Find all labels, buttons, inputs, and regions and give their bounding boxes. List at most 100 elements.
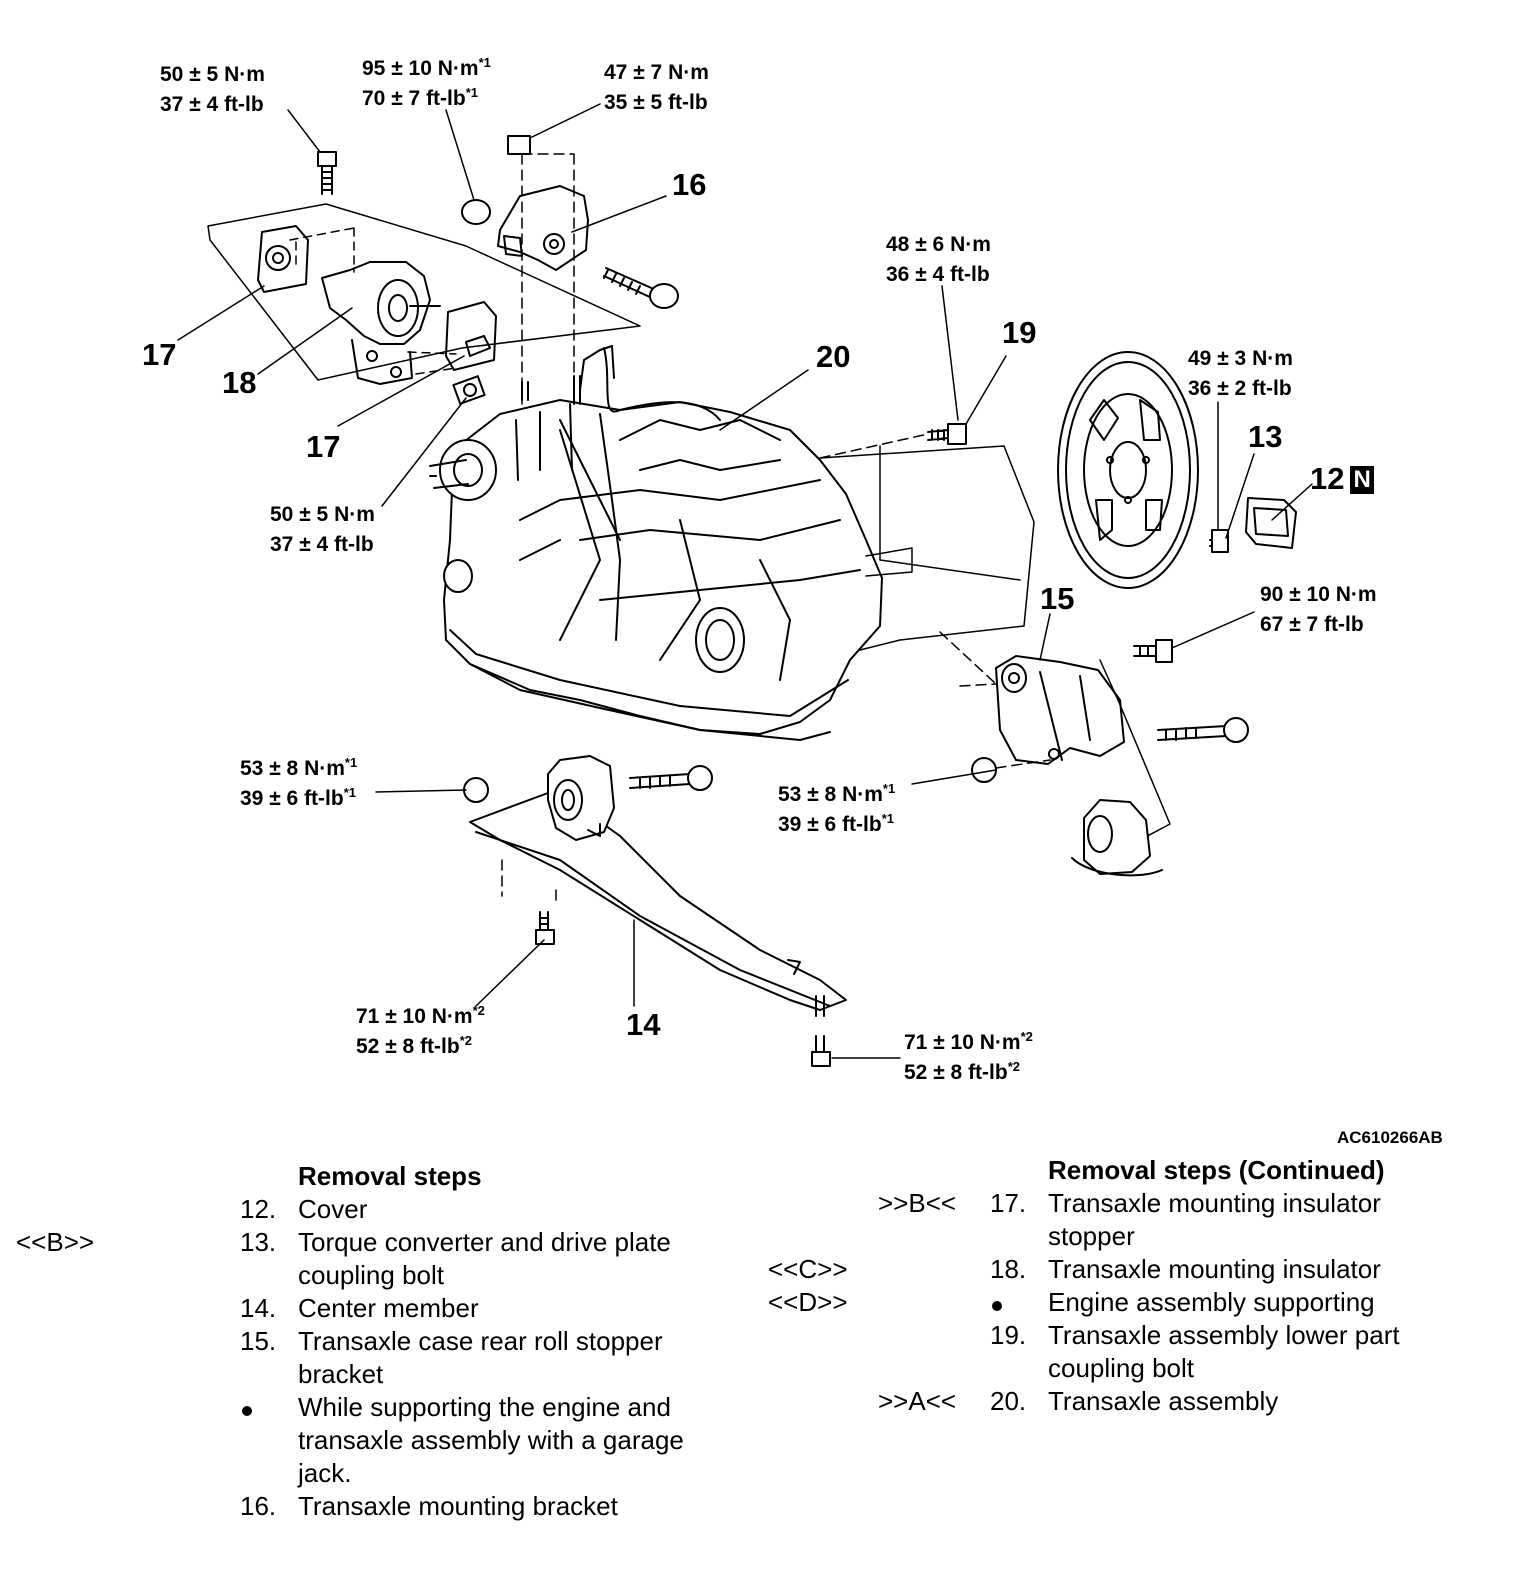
callout-13: 13 [1248, 419, 1283, 454]
removal-steps-left: Removal steps 12. Cover <<B>> 13. Torque… [16, 1160, 720, 1523]
list-item: While supporting the engine and transaxl… [240, 1391, 720, 1490]
bolt-stopper-lower [452, 375, 486, 405]
torque-label-center-rear-bolt: 71 ± 10 N·m*2 52 ± 8 ft-lb*2 [904, 1028, 1033, 1088]
step-number: 20. [990, 1386, 1027, 1416]
bolt-drive-plate [1209, 529, 1229, 553]
footnote-mark: *1 [343, 785, 357, 800]
transaxle-assembly [429, 345, 883, 741]
callout-12-number: 12 [1310, 461, 1345, 496]
callout-16: 16 [672, 167, 707, 202]
step-number: 19. [990, 1320, 1027, 1350]
center-member [469, 755, 847, 1011]
engine-outline [819, 445, 1035, 651]
footnote-mark: *1 [478, 55, 491, 70]
removal-steps-title-row: Removal steps [240, 1160, 720, 1193]
removal-steps-title: Removal steps (Continued) [1048, 1155, 1385, 1185]
torque-label-nut-95: 95 ± 10 N·m*1 70 ± 7 ft-lb*1 [362, 54, 491, 114]
footnote-mark: *1 [344, 755, 358, 770]
service-mark: <<B>> [16, 1227, 95, 1257]
torque-ftlb: 35 ± 5 ft-lb [604, 91, 708, 114]
list-item: >>B<< 17. Transaxle mounting insulator s… [878, 1187, 1450, 1253]
footnote-mark: *2 [472, 1003, 485, 1018]
torque-ftlb: 36 ± 2 ft-lb [1188, 377, 1292, 400]
step-number: 14. [240, 1293, 277, 1323]
step-number: 13. [240, 1227, 277, 1257]
bolt-center-member-rear [811, 995, 831, 1067]
removal-steps-title: Removal steps [298, 1161, 482, 1191]
insulator-stopper-lower [445, 301, 497, 371]
bolt-mounting-bracket [603, 267, 679, 309]
torque-label-center-front-bolt: 71 ± 10 N·m*2 52 ± 8 ft-lb*2 [356, 1002, 485, 1062]
callout-14: 14 [626, 1007, 661, 1042]
callout-19: 19 [1002, 315, 1037, 350]
torque-nm: 95 ± 10 N·m [362, 57, 479, 80]
step-number: 16. [240, 1491, 277, 1521]
footnote-mark: *2 [459, 1033, 473, 1048]
torque-nm: 49 ± 3 N·m [1188, 347, 1293, 370]
list-item: 15. Transaxle case rear roll stopper bra… [240, 1325, 720, 1391]
torque-label-bolt-90: 90 ± 10 N·m 67 ± 7 ft-lb [1260, 580, 1377, 640]
step-number: 12. [240, 1194, 277, 1224]
torque-ftlb: 52 ± 8 ft-lb [904, 1061, 1008, 1084]
service-mark: <<C>> [768, 1254, 848, 1284]
step-text: Transaxle mounting bracket [298, 1491, 618, 1521]
removal-steps-right: Removal steps (Continued) >>B<< 17. Tran… [768, 1154, 1450, 1418]
torque-nm: 90 ± 10 N·m [1260, 583, 1377, 606]
torque-ftlb: 52 ± 8 ft-lb [356, 1035, 460, 1058]
torque-nm: 50 ± 5 N·m [160, 63, 265, 86]
step-text: While supporting the engine and transaxl… [298, 1392, 684, 1488]
step-text: Transaxle case rear roll stopper bracket [298, 1326, 663, 1389]
torque-label-bolt-19: 48 ± 6 N·m 36 ± 4 ft-lb [886, 230, 991, 290]
callout-15: 15 [1040, 581, 1075, 616]
torque-label-center-nut: 53 ± 8 N·m*1 39 ± 6 ft-lb*1 [240, 754, 357, 814]
nut-47 [507, 135, 531, 155]
service-mark: <<D>> [768, 1287, 848, 1317]
rear-insulator [1071, 799, 1163, 877]
insulator-stopper-upper [257, 225, 309, 293]
callout-17-upper: 17 [142, 337, 177, 372]
torque-nm: 71 ± 10 N·m [356, 1005, 473, 1028]
torque-nm: 48 ± 6 N·m [886, 233, 991, 256]
bolt-top-left [317, 151, 337, 195]
torque-label-nut-47: 47 ± 7 N·m 35 ± 5 ft-lb [604, 58, 709, 118]
list-item: 19. Transaxle assembly lower part coupli… [990, 1319, 1450, 1385]
torque-label-top-bolt: 50 ± 5 N·m 37 ± 4 ft-lb [160, 60, 265, 120]
step-text: Center member [298, 1293, 479, 1323]
step-number: 18. [990, 1254, 1027, 1284]
new-part-badge: N [1350, 466, 1374, 494]
bolt-roll-stopper-90 [1133, 639, 1173, 663]
callout-17-lower: 17 [306, 429, 341, 464]
list-item: >>A<< 20. Transaxle assembly [878, 1385, 1450, 1418]
figure-code: AC610266AB [1337, 1128, 1443, 1147]
transaxle-mounting-bracket [497, 153, 589, 405]
torque-label-bolt-13: 49 ± 3 N·m 36 ± 2 ft-lb [1188, 344, 1293, 404]
torque-ftlb: 36 ± 4 ft-lb [886, 263, 990, 286]
step-text: Transaxle mounting insulator stopper [1048, 1188, 1381, 1251]
rear-roll-stopper-bracket [939, 631, 1171, 841]
step-text: Transaxle assembly lower part coupling b… [1048, 1320, 1400, 1383]
list-item: 16. Transaxle mounting bracket [240, 1490, 720, 1523]
bolt-lower-coupling [927, 423, 967, 445]
list-item: 14. Center member [240, 1292, 720, 1325]
bolt-roll-stopper-long [1157, 717, 1249, 743]
torque-ftlb: 39 ± 6 ft-lb [778, 813, 882, 836]
footnote-mark: *1 [881, 811, 895, 826]
service-mark: >>B<< [878, 1188, 957, 1218]
torque-nm: 50 ± 5 N·m [270, 503, 375, 526]
footnote-mark: *1 [465, 85, 479, 100]
torque-ftlb: 39 ± 6 ft-lb [240, 787, 344, 810]
nut-95 [461, 199, 491, 225]
leader-lines [177, 103, 1313, 1059]
torque-nm: 71 ± 10 N·m [904, 1031, 1021, 1054]
torque-label-roll-stopper-nut: 53 ± 8 N·m*1 39 ± 6 ft-lb*1 [778, 780, 895, 840]
nut-center-member [463, 777, 489, 803]
step-text: Torque converter and drive plate couplin… [298, 1227, 671, 1290]
torque-nm: 47 ± 7 N·m [604, 61, 709, 84]
step-number: 17. [990, 1188, 1027, 1218]
exploded-view-diagram [177, 103, 1313, 1067]
bullet-icon [242, 1406, 252, 1416]
alignment-plane-upper [207, 203, 641, 381]
torque-ftlb: 37 ± 4 ft-lb [160, 93, 264, 116]
bullet-icon [992, 1301, 1002, 1311]
